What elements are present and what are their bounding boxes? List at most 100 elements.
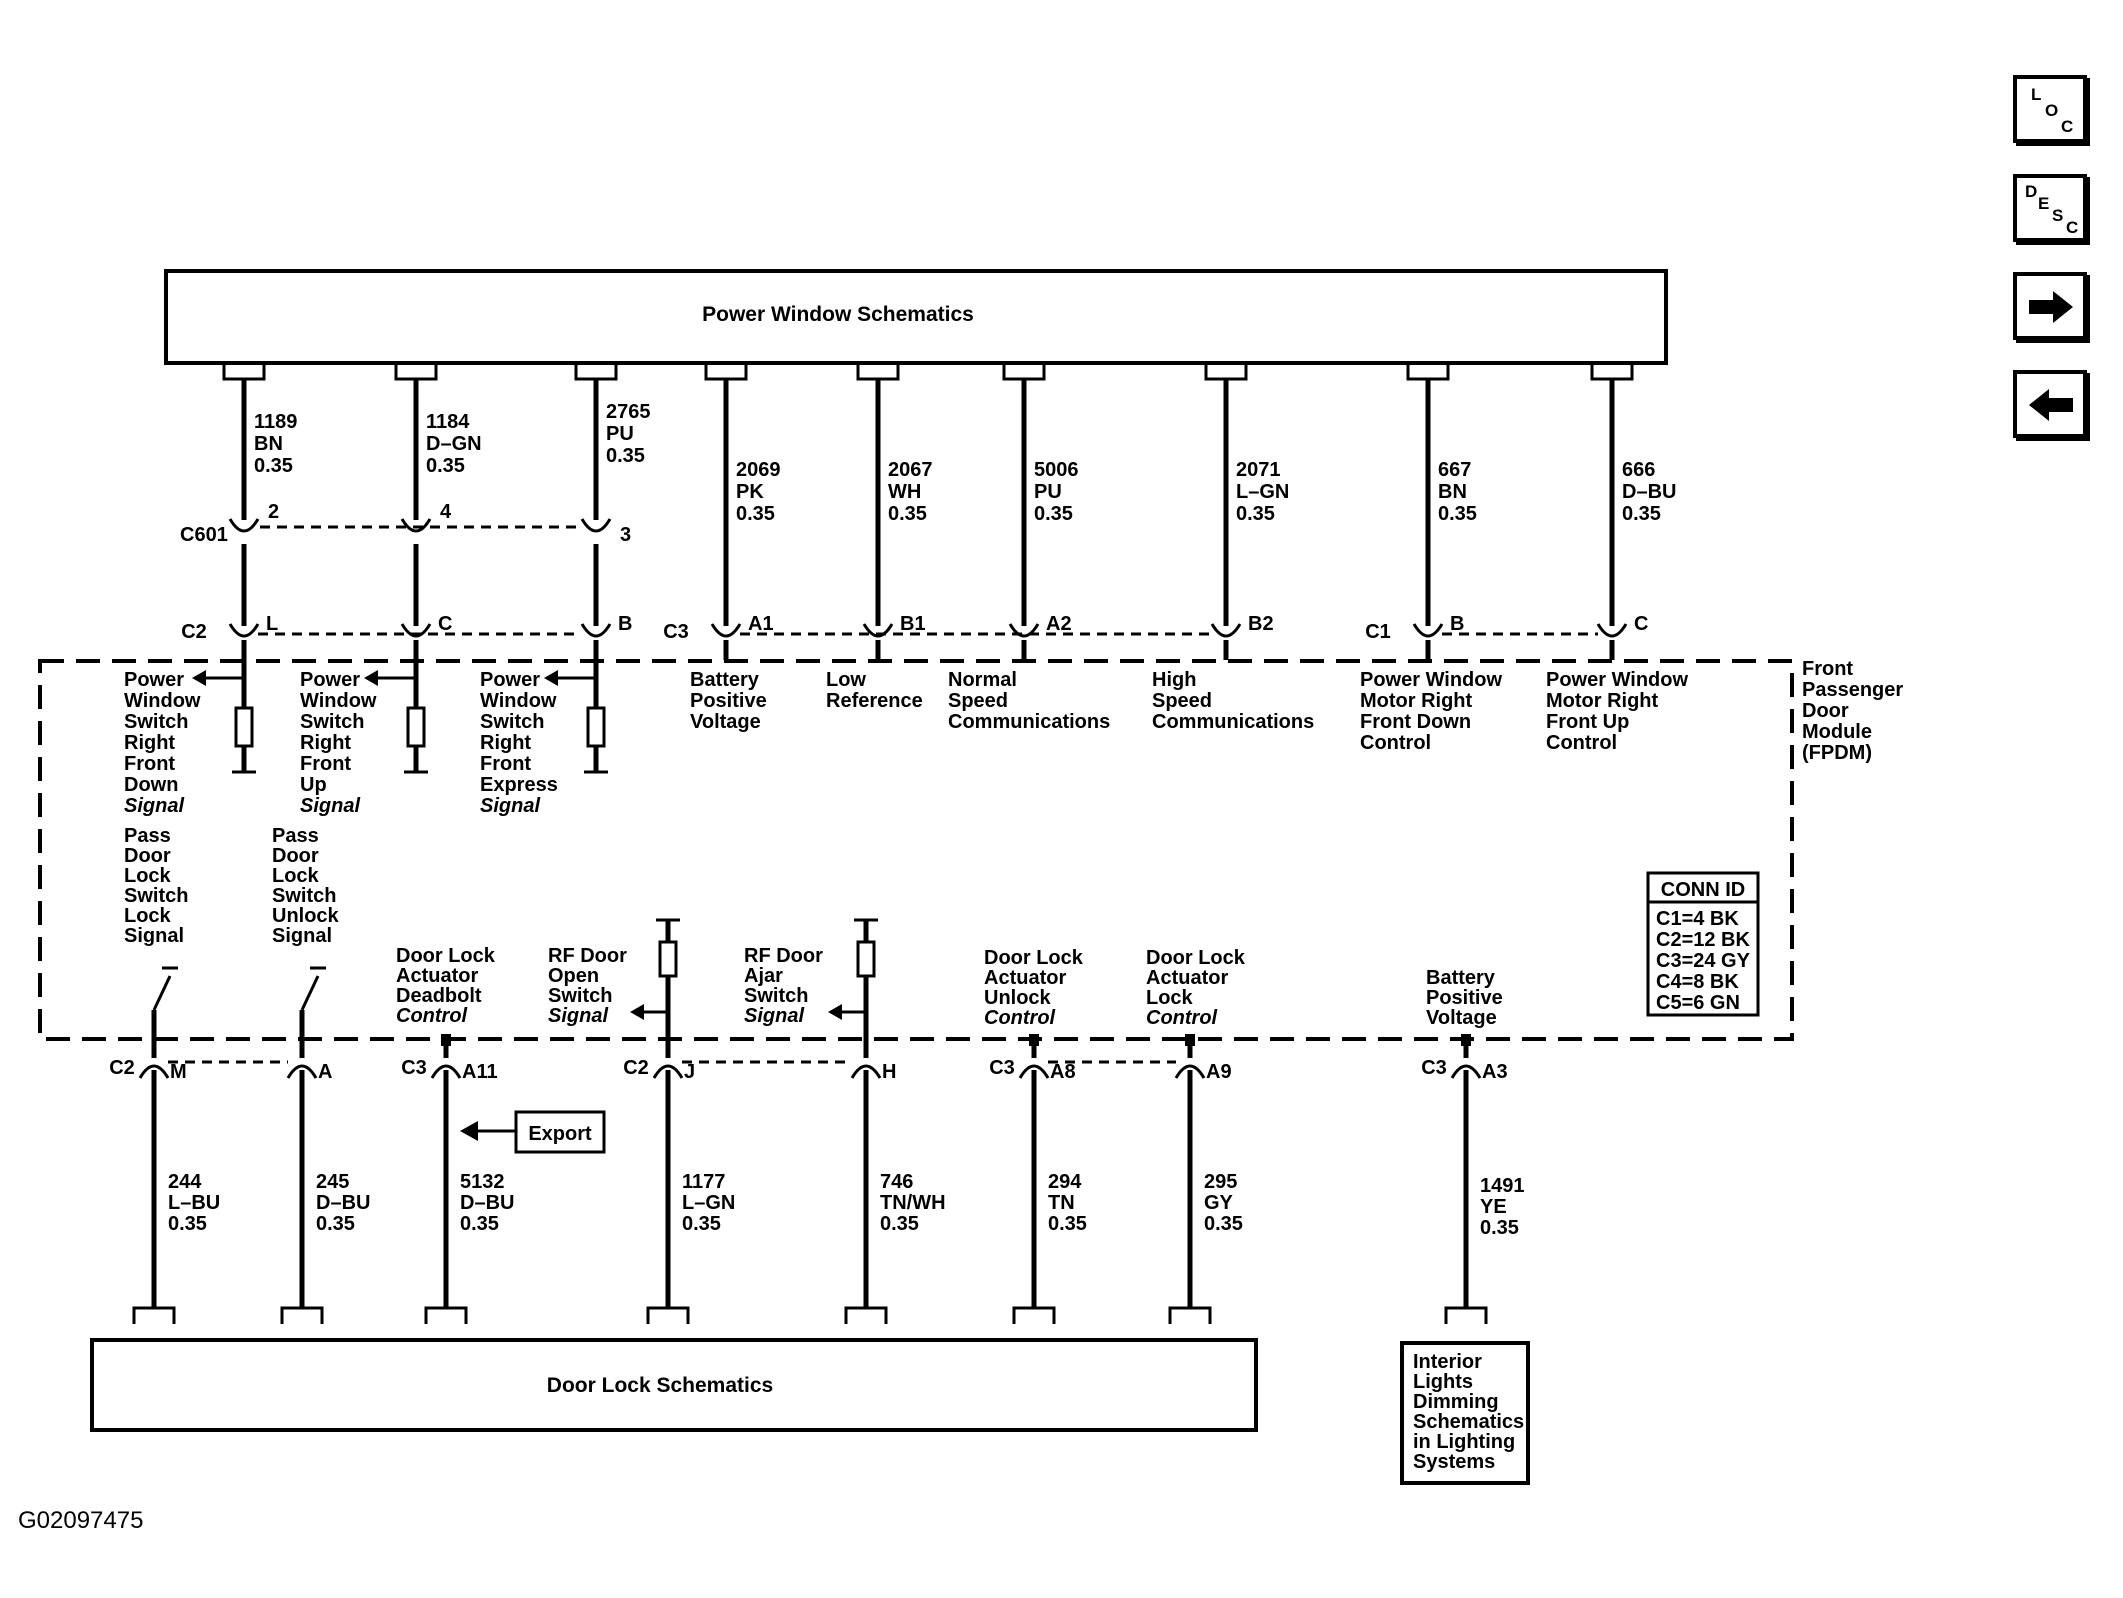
- door-lock-schematics-box[interactable]: [90, 1338, 1258, 1432]
- bottom-cup-7: [1450, 1064, 1482, 1079]
- bottom-terminal-1: [280, 1306, 324, 1324]
- top-pin-5: A2: [1046, 613, 1072, 635]
- top-color-0: BN: [254, 433, 283, 455]
- bottom-conn-5: C3: [989, 1057, 1015, 1079]
- bottom-pin-3: J: [684, 1061, 695, 1083]
- top-terminal-1: [394, 363, 438, 381]
- bottom-signal-6-1: Actuator: [1146, 967, 1228, 989]
- bottom-signal-3-3: Signal: [548, 1005, 608, 1027]
- top-signal-0-2: Switch: [124, 711, 188, 733]
- top-size-3: 0.35: [736, 503, 775, 525]
- bottom-terminal-7: [1444, 1306, 1488, 1324]
- bottom-signal-6-0: Door Lock: [1146, 947, 1246, 969]
- top-signal-0-4: Front: [124, 753, 175, 775]
- driver-2: [441, 1034, 451, 1046]
- inline-pin-2: 3: [620, 524, 631, 546]
- resistor-1: [406, 706, 426, 748]
- driver-6: [1185, 1034, 1195, 1046]
- top-color-3: PK: [736, 481, 764, 503]
- top-circuit-5: 5006: [1034, 459, 1079, 481]
- top-conn-3: C3: [663, 621, 689, 643]
- top-color-1: D–GN: [426, 433, 482, 455]
- desc-button[interactable]: D E S C: [2013, 174, 2087, 242]
- bottom-color-6: GY: [1204, 1192, 1234, 1214]
- bottom-signal-0-5: Signal: [124, 925, 184, 947]
- bottom-cup-5: [1018, 1064, 1050, 1079]
- bottom-signal-0-3: Switch: [124, 885, 188, 907]
- top-conn-0: C2: [181, 621, 207, 643]
- bottom-signal-2-3: Control: [396, 1005, 468, 1027]
- top-size-4: 0.35: [888, 503, 927, 525]
- bottom-circuit-1: 245: [316, 1171, 349, 1193]
- fpdm-module-boundary: [38, 659, 1794, 1041]
- inline-pin-0: 2: [268, 501, 279, 523]
- bottom-signal-1-1: Door: [272, 845, 319, 867]
- top-signal-6-2: Communications: [1152, 711, 1314, 733]
- top-circuit-3: 2069: [736, 459, 781, 481]
- top-signal-7-1: Motor Right: [1360, 690, 1473, 712]
- bottom-color-7: YE: [1480, 1196, 1507, 1218]
- power-window-schematics-box[interactable]: [164, 269, 1668, 365]
- module-cup-0: [228, 623, 260, 638]
- resistor-2: [586, 706, 606, 748]
- signal-arrowhead-1: [364, 670, 378, 686]
- top-signal-1-6: Signal: [300, 795, 360, 817]
- conn-id-rows: C1=4 BK C2=12 BK C3=24 GY C4=8 BK C5=6 G…: [1656, 908, 1756, 1014]
- top-pin-6: B2: [1248, 613, 1274, 635]
- top-conn-7: C1: [1365, 621, 1391, 643]
- bottom-circuit-5: 294: [1048, 1171, 1082, 1193]
- top-pin-0: L: [266, 613, 278, 635]
- loc-button[interactable]: L O C: [2013, 75, 2087, 143]
- module-cup-5: [1008, 623, 1040, 638]
- bottom-signal-0-2: Lock: [124, 865, 172, 887]
- arrow-left-icon: [2029, 389, 2073, 421]
- top-terminal-4: [856, 363, 900, 381]
- bottom-pin-5: A8: [1050, 1061, 1076, 1083]
- bottom-conn-0: C2: [109, 1057, 135, 1079]
- top-signal-1-5: Up: [300, 774, 327, 796]
- bottom-terminal-4: [844, 1306, 888, 1324]
- bottom-pin-1: A: [318, 1061, 332, 1083]
- bottom-cup-4: [850, 1064, 882, 1079]
- top-signal-1-4: Front: [300, 753, 351, 775]
- top-size-2: 0.35: [606, 445, 645, 467]
- bottom-cup-6: [1174, 1064, 1206, 1079]
- bottom-signal-6-3: Control: [1146, 1007, 1218, 1029]
- bottom-color-4: TN/WH: [880, 1192, 946, 1214]
- bottom-circuit-0: 244: [168, 1171, 202, 1193]
- top-signal-0-0: Power: [124, 669, 184, 691]
- top-signal-2-1: Window: [480, 690, 557, 712]
- module-cup-3: [710, 623, 742, 638]
- bottom-signal-7-0: Battery: [1426, 967, 1496, 989]
- conn-id-title: CONN ID: [1661, 879, 1745, 901]
- rf-arrowhead-4: [828, 1004, 842, 1020]
- bottom-signal-2-2: Deadbolt: [396, 985, 482, 1007]
- previous-button[interactable]: [2013, 370, 2087, 438]
- top-terminal-7: [1406, 363, 1450, 381]
- next-button[interactable]: [2013, 272, 2087, 340]
- interior-lights-label: Interior Lights Dimming Schematics in Li…: [1413, 1351, 1530, 1473]
- bottom-signal-1-0: Pass: [272, 825, 319, 847]
- bottom-terminal-6: [1168, 1306, 1212, 1324]
- bottom-signal-5-3: Control: [984, 1007, 1056, 1029]
- bottom-signal-5-1: Actuator: [984, 967, 1066, 989]
- top-size-8: 0.35: [1622, 503, 1661, 525]
- bottom-color-3: L–GN: [682, 1192, 735, 1214]
- top-circuit-8: 666: [1622, 459, 1655, 481]
- bottom-circuit-2: 5132: [460, 1171, 505, 1193]
- top-signal-6-1: Speed: [1152, 690, 1212, 712]
- top-signal-8-1: Motor Right: [1546, 690, 1659, 712]
- bottom-signal-3-0: RF Door: [548, 945, 627, 967]
- bottom-pin-7: A3: [1482, 1061, 1508, 1083]
- top-size-0: 0.35: [254, 455, 293, 477]
- inline-pin-1: 4: [440, 501, 452, 523]
- module-cup-7: [1412, 623, 1444, 638]
- top-size-5: 0.35: [1034, 503, 1073, 525]
- top-signal-0-1: Window: [124, 690, 201, 712]
- interior-lights-box[interactable]: [1400, 1341, 1530, 1485]
- bottom-terminal-5: [1012, 1306, 1056, 1324]
- driver-7: [1461, 1034, 1471, 1046]
- driver-5: [1029, 1034, 1039, 1046]
- top-size-1: 0.35: [426, 455, 465, 477]
- top-terminal-6: [1204, 363, 1248, 381]
